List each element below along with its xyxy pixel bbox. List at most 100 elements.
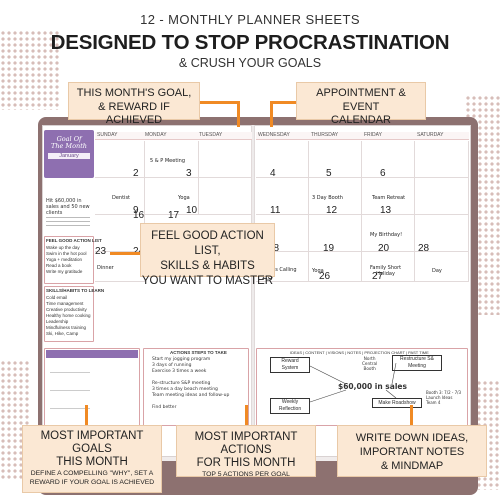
event-label: Day	[432, 268, 442, 274]
calendar-cell[interactable]	[415, 252, 469, 282]
callout-text: APPOINTMENT & EVENT	[316, 87, 406, 113]
calendar-cell[interactable]	[256, 178, 309, 215]
callout-text: THIS MONTH'S GOAL,	[76, 87, 192, 99]
mindmap-text: Reward	[281, 358, 299, 364]
mindmap-booth-notes: Booth 3: 7/2 - 7/3 Launch Ideas Team 4	[426, 390, 461, 405]
connector-line	[270, 101, 296, 104]
goal-badge-title-1: Goal Of	[56, 135, 82, 143]
list-item: Healthy home cooking	[46, 313, 91, 318]
calendar-cell[interactable]	[362, 141, 415, 178]
event-label: Dentist	[112, 195, 131, 201]
callout-subtext: DEFINE A COMPELLING "WHY", SET A	[30, 470, 154, 477]
callout-feel-good-list: FEEL GOOD ACTION LIST, SKILLS & HABITS Y…	[140, 223, 275, 287]
day-header: MONDAY	[145, 132, 167, 138]
list-item: Wake up the day	[46, 245, 80, 250]
list-item: Cold email	[46, 295, 68, 300]
day-header: FRIDAY	[364, 132, 382, 138]
list-item: 3 times a day beach meeting	[152, 387, 218, 392]
planner-spine	[251, 125, 255, 457]
date-number: 26	[319, 271, 331, 282]
divider	[50, 390, 90, 391]
mindmap-text: Weekly	[281, 399, 299, 405]
calendar-cell[interactable]	[145, 141, 199, 178]
actions-header: ACTIONS STEPS TO TAKE	[170, 350, 227, 355]
list-item: Leadership	[46, 319, 69, 324]
callout-subtext: TOP 5 ACTIONS PER GOAL	[202, 471, 290, 478]
connector-line	[85, 405, 88, 425]
callout-title: MOST IMPORTANT GOALS	[40, 430, 144, 455]
calendar-cell[interactable]	[309, 141, 362, 178]
calendar-cell[interactable]	[256, 141, 309, 178]
calendar-cell[interactable]	[309, 252, 362, 282]
calendar-cell[interactable]	[415, 141, 469, 178]
calendar-cell[interactable]	[415, 178, 469, 215]
calendar-cell[interactable]	[95, 141, 145, 178]
mindmap-text: Team 4	[426, 400, 441, 405]
calendar-cell[interactable]	[256, 252, 309, 282]
calendar-cell[interactable]	[415, 215, 469, 252]
date-number: 2	[133, 168, 139, 179]
mindmap-text: Launch Ideas	[426, 395, 453, 400]
callout-subtext: REWARD IF YOUR GOAL IS ACHIEVED	[29, 479, 155, 486]
calendar-cell[interactable]	[199, 178, 252, 215]
mindmap-text: Reflection	[278, 406, 302, 412]
feel-good-list-box	[44, 236, 94, 284]
planner-left-page	[42, 125, 253, 457]
divider	[50, 408, 90, 409]
callout-title: FOR THIS MONTH	[196, 457, 296, 469]
callout-title: MOST IMPORTANT ACTIONS	[194, 431, 298, 456]
goal-badge-title-2: The Month	[51, 142, 87, 150]
header-subtitle: 12 - MONTHLY PLANNER SHEETS	[140, 12, 360, 27]
event-label: My Birthday!	[370, 232, 403, 238]
event-label: Team Retreat	[372, 195, 406, 201]
calendar-cell[interactable]	[362, 178, 415, 215]
event-label: Marcus Calling	[260, 267, 297, 273]
day-header: THURSDAY	[311, 132, 339, 138]
event-label: Family Short Holiday	[370, 265, 401, 277]
connector-line	[270, 101, 273, 127]
calendar-cell[interactable]	[145, 178, 199, 215]
mindmap-connectors	[309, 362, 397, 403]
list-item: 3 days of running	[152, 363, 192, 368]
date-number: 16	[133, 210, 145, 221]
date-number: 10	[186, 205, 198, 216]
callout-text: WRITE DOWN IDEAS,	[355, 432, 469, 444]
list-item: Ski, Hike, Camp	[46, 331, 79, 336]
date-number: 19	[323, 243, 335, 254]
date-number: 27	[372, 271, 384, 282]
callout-text: SKILLS & HABITS	[160, 260, 255, 272]
event-label: Yoga	[312, 268, 324, 274]
mindmap-text: System	[281, 365, 299, 371]
calendar-cell[interactable]	[256, 215, 309, 252]
date-number: 6	[380, 168, 386, 179]
mindmap-text: Restructure S&	[400, 356, 434, 362]
decorative-dots-top-left	[0, 30, 60, 110]
goal-badge-month: January	[48, 153, 90, 159]
calendar-cell[interactable]	[362, 215, 415, 252]
calendar-cell[interactable]	[95, 178, 145, 215]
list-item: Read a book	[46, 263, 72, 268]
event-label: 5 & P Meeting	[150, 158, 186, 164]
ideas-header: IDEAS | CONTENT | VISIONS | NOTES | PROJ…	[290, 350, 429, 355]
calendar-cell[interactable]	[362, 252, 415, 282]
connector-line	[110, 252, 140, 255]
date-number: 9	[133, 205, 139, 216]
divider	[50, 372, 90, 373]
connector-line	[237, 101, 240, 127]
mindmap-north-label: North Central Booth	[362, 356, 377, 371]
calendar-cell[interactable]	[309, 215, 362, 252]
day-header: WEDNESDAY	[258, 132, 290, 138]
calendar-cell[interactable]	[199, 141, 252, 178]
list-item: Creative productivity	[46, 307, 87, 312]
mindmap-text: Meeting	[408, 363, 426, 369]
callout-monthly-goal: THIS MONTH'S GOAL, & REWARD IF ACHIEVED	[68, 82, 200, 126]
divider	[46, 225, 90, 226]
header-tagline: & CRUSH YOUR GOALS	[178, 56, 322, 70]
callout-text: FEEL GOOD ACTION LIST,	[151, 230, 264, 257]
calendar-cell[interactable]	[309, 178, 362, 215]
header-title: DESIGNED TO STOP PROCRASTINATION	[50, 31, 450, 54]
connector-line	[245, 405, 248, 425]
callout-ideas-notes: WRITE DOWN IDEAS, IMPORTANT NOTES & MIND…	[337, 425, 487, 477]
list-item: Mindfulness training	[46, 325, 87, 330]
